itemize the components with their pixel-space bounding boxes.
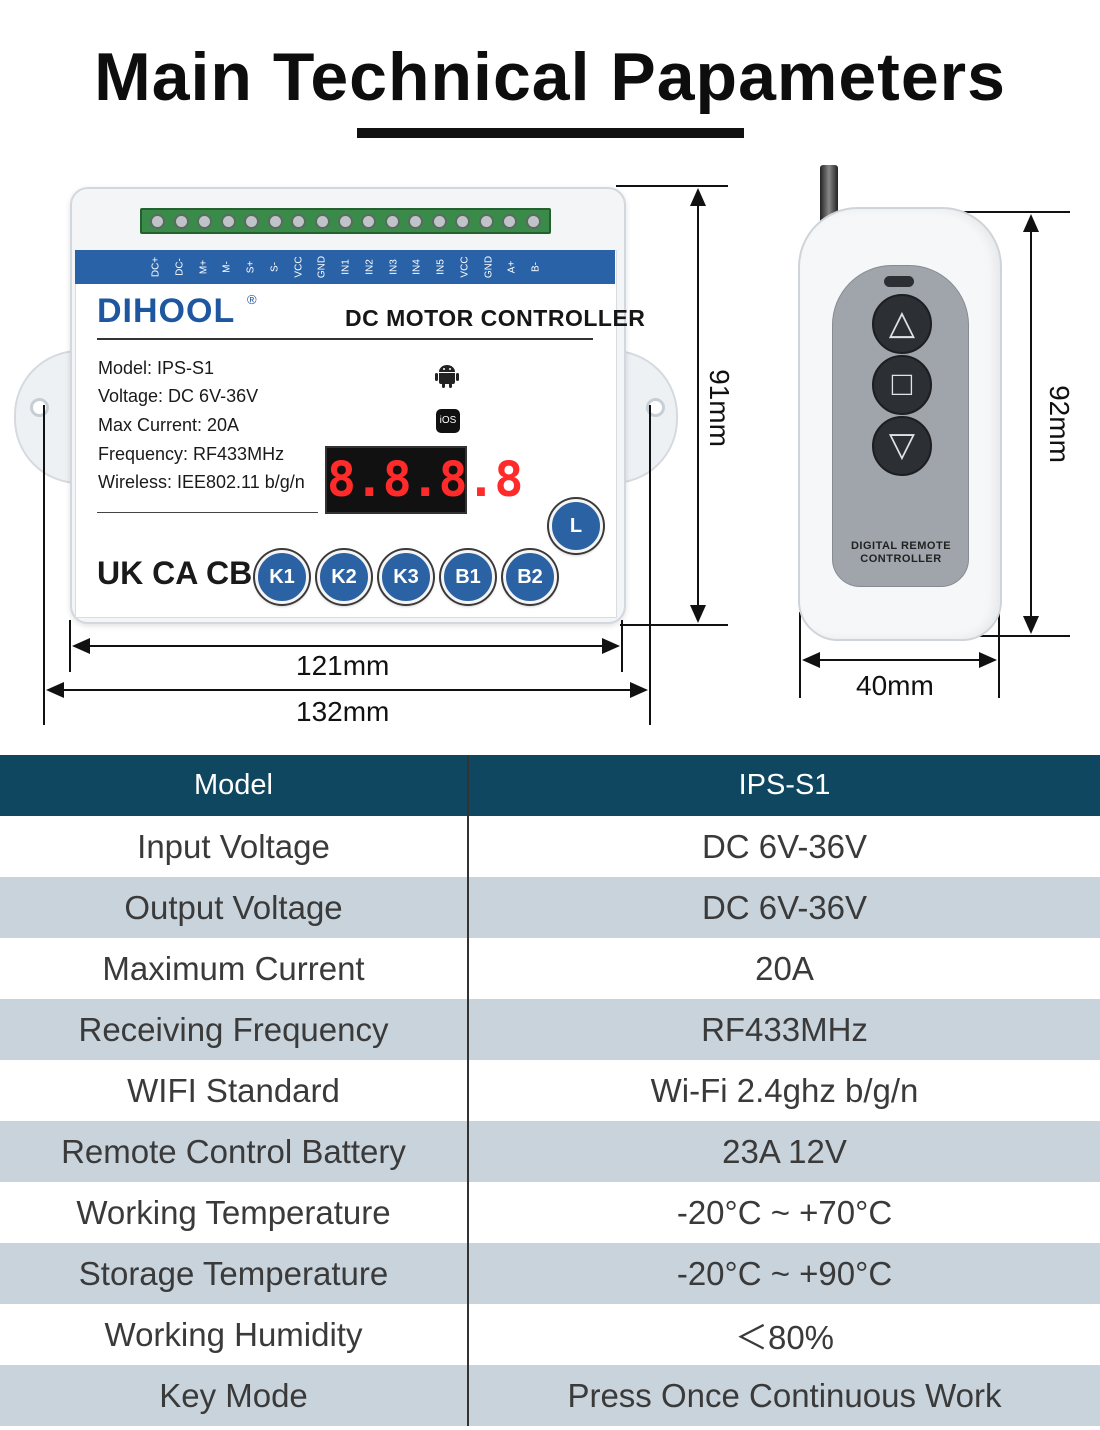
table-cell: -20°C ~ +70°C <box>676 1193 893 1231</box>
spec-line: Max Current: 20A <box>98 415 240 435</box>
table-cell: ＜80% <box>734 1318 835 1356</box>
panel-title: DC MOTOR CONTROLLER <box>345 305 646 331</box>
up-button: △ <box>872 294 932 354</box>
b2-button: B2 <box>503 550 557 604</box>
table-cell: WIFI Standard <box>0 1060 469 1121</box>
screw <box>150 213 166 229</box>
table-cell: Remote Control Battery <box>0 1121 469 1182</box>
spec-line: Voltage: DC 6V-36V <box>98 386 259 406</box>
spec-line: Wireless: IEE802.11 b/g/n <box>98 472 305 492</box>
screw <box>478 213 494 229</box>
screw <box>361 213 377 229</box>
panel-divider <box>97 338 593 340</box>
stop-button: □ <box>872 355 932 415</box>
table-cell: Press Once Continuous Work <box>468 1365 1100 1426</box>
table-row: Working Humidity ＜80% <box>0 1304 1100 1365</box>
table-cell: DC 6V-36V <box>701 827 868 865</box>
k3-button: K3 <box>379 550 433 604</box>
android-icon <box>435 365 459 388</box>
table-row: Input Voltage DC 6V-36V <box>0 816 1100 877</box>
screw <box>384 213 400 229</box>
table-cell: Storage Temperature <box>0 1243 469 1304</box>
k1-button: K1 <box>255 550 309 604</box>
screw <box>314 213 330 229</box>
table-cell: -20°C ~ +90°C <box>468 1243 1100 1304</box>
spec-line: Model: IPS-S1 <box>98 358 215 378</box>
table-header: IPS-S1 <box>468 755 1100 816</box>
table-header-row: Model IPS-S1 <box>0 755 1100 816</box>
dimension-92: 92mm <box>1043 385 1075 463</box>
screw <box>431 213 447 229</box>
screw <box>455 213 471 229</box>
screw <box>267 213 283 229</box>
screw <box>291 213 307 229</box>
title-underline <box>357 128 744 138</box>
b1-button: B1 <box>441 550 495 604</box>
table-cell: Working Temperature <box>0 1182 469 1243</box>
table-cell: Input Voltage <box>0 816 469 877</box>
remote-label-line1: DIGITAL REMOTE <box>850 540 952 552</box>
table-cell: Key Mode <box>0 1365 469 1426</box>
table-cell: Output Voltage <box>0 877 469 938</box>
table-cell: 23A 12V <box>468 1121 1100 1182</box>
remote-label-line2: CONTROLLER <box>860 553 942 565</box>
screw <box>337 213 353 229</box>
table-row: WIFI Standard Wi-Fi 2.4ghz b/g/n <box>0 1060 1100 1121</box>
table-cell: RF433MHz <box>468 999 1100 1060</box>
table-header: Model <box>0 755 469 816</box>
k2-button: K2 <box>317 550 371 604</box>
spec-divider <box>97 512 318 513</box>
brand-logo: DIHOOL <box>97 292 236 330</box>
dimension-40: 40mm <box>856 670 934 701</box>
table-cell: Maximum Current <box>0 938 469 999</box>
registered-mark: ® <box>247 292 257 307</box>
page-title: Main Technical Papameters <box>94 39 1006 115</box>
dimension-91: 91mm <box>703 369 735 447</box>
table-row: Storage Temperature-20°C ~ +90°C <box>0 1243 1100 1304</box>
down-button: ▽ <box>872 416 932 476</box>
table-row: Working Temperature -20°C ~ +70°C <box>0 1182 1100 1243</box>
screw <box>502 213 518 229</box>
remote-led <box>884 276 914 287</box>
screw <box>244 213 260 229</box>
spec-line: Frequency: RF433MHz <box>98 444 285 464</box>
l-button: L <box>549 499 603 553</box>
table-row: Maximum Current 20A <box>0 938 1100 999</box>
table-cell: Receiving Frequency <box>0 999 469 1060</box>
screw <box>173 213 189 229</box>
screw <box>197 213 213 229</box>
dimension-lines <box>43 185 1070 725</box>
dimension-132: 132mm <box>296 696 390 727</box>
ios-icon: iOS <box>436 409 460 433</box>
terminal-block <box>140 208 551 234</box>
dimension-121: 121mm <box>296 650 390 681</box>
table-cell: Working Humidity <box>0 1304 469 1365</box>
pin-label-strip: DC+ DC- M+ M- S+ S- VCC GND IN1 IN2 IN3 … <box>75 250 615 284</box>
table-cell: DC 6V-36V <box>468 877 1100 938</box>
remote-label: DIGITAL REMOTE CONTROLLER <box>832 540 970 566</box>
screw <box>220 213 236 229</box>
screw <box>525 213 541 229</box>
table-cell: 20A <box>755 949 814 987</box>
screw <box>408 213 424 229</box>
table-cell: Wi-Fi 2.4ghz b/g/n <box>650 1071 919 1109</box>
